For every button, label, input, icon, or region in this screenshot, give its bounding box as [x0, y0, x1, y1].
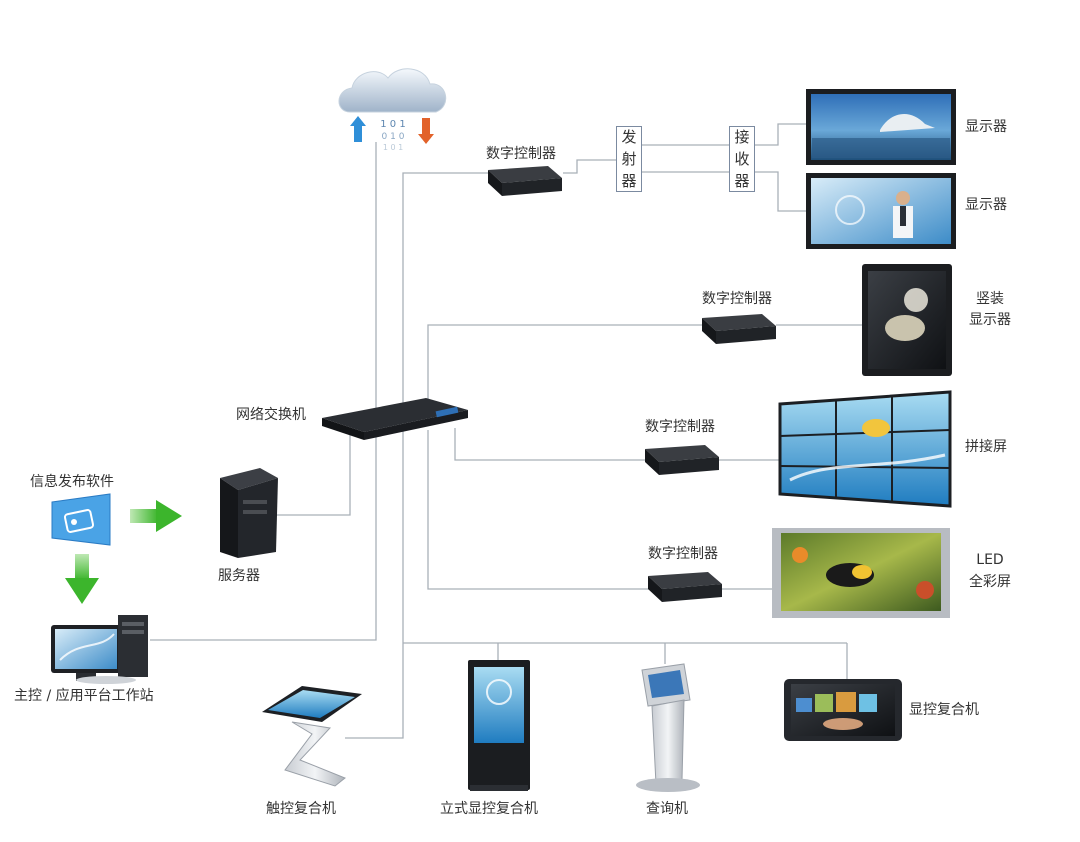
publish-software-icon [51, 493, 111, 546]
label-standing-combo: 立式显控复合机 [440, 801, 538, 817]
receiver-char-1: 接 [734, 128, 750, 146]
label-display-combo: 显控复合机 [909, 702, 979, 718]
receiver-char-2: 收 [734, 150, 750, 168]
label-touch-combo: 触控复合机 [266, 801, 336, 817]
kiosk-icon [636, 663, 700, 792]
vertical-display-icon [862, 264, 952, 376]
label-display-2: 显示器 [965, 197, 1007, 213]
server-icon [220, 468, 278, 558]
label-workstation: 主控 / 应用平台工作站 [14, 688, 154, 704]
label-splice-screen: 拼接屏 [965, 439, 1007, 455]
display-1-icon [806, 89, 956, 165]
label-server: 服务器 [218, 568, 260, 584]
label-display-1: 显示器 [965, 119, 1007, 135]
label-publish-software: 信息发布软件 [30, 474, 114, 490]
label-kiosk: 查询机 [646, 801, 688, 817]
connection-lines [150, 123, 864, 739]
touch-combo-icon [262, 686, 362, 787]
label-controller-1: 数字控制器 [486, 146, 556, 162]
arrow-down-icon [65, 554, 99, 604]
standing-combo-icon [468, 660, 530, 791]
label-network-switch: 网络交换机 [236, 407, 306, 423]
network-switch-icon [322, 398, 468, 440]
cloud-bits-row1: 1 0 1 [380, 119, 405, 130]
label-controller-4: 数字控制器 [648, 546, 718, 562]
label-controller-2: 数字控制器 [702, 291, 772, 307]
receiver-char-3: 器 [734, 172, 750, 190]
arrow-right-icon [130, 500, 182, 532]
display-2-icon [806, 173, 956, 249]
transmitter-char-1: 发 [621, 128, 637, 146]
workstation-icon [51, 615, 148, 684]
label-led-line1: LED [976, 552, 1004, 568]
display-combo-icon [784, 679, 902, 741]
cloud-icon: 1 0 1 0 1 0 1 0 1 [338, 68, 447, 152]
cloud-bits-row3: 1 0 1 [383, 143, 403, 152]
label-vertical-display-line1: 竖装 [976, 291, 1004, 307]
transmitter-char-3: 器 [621, 172, 637, 190]
label-led-line2: 全彩屏 [969, 574, 1011, 590]
receiver-box: 接 收 器 [729, 126, 755, 192]
controller-box-2 [702, 314, 776, 344]
cloud-bits-row2: 0 1 0 [382, 132, 405, 142]
transmitter-box: 发 射 器 [616, 126, 642, 192]
label-controller-3: 数字控制器 [645, 419, 715, 435]
transmitter-char-2: 射 [621, 150, 637, 168]
controller-box-3 [645, 445, 719, 475]
controller-box-1 [488, 166, 562, 196]
controller-box-4 [648, 572, 722, 602]
label-vertical-display-line2: 显示器 [969, 312, 1011, 328]
led-screen-icon [772, 528, 950, 618]
splice-screen-icon [778, 390, 952, 508]
